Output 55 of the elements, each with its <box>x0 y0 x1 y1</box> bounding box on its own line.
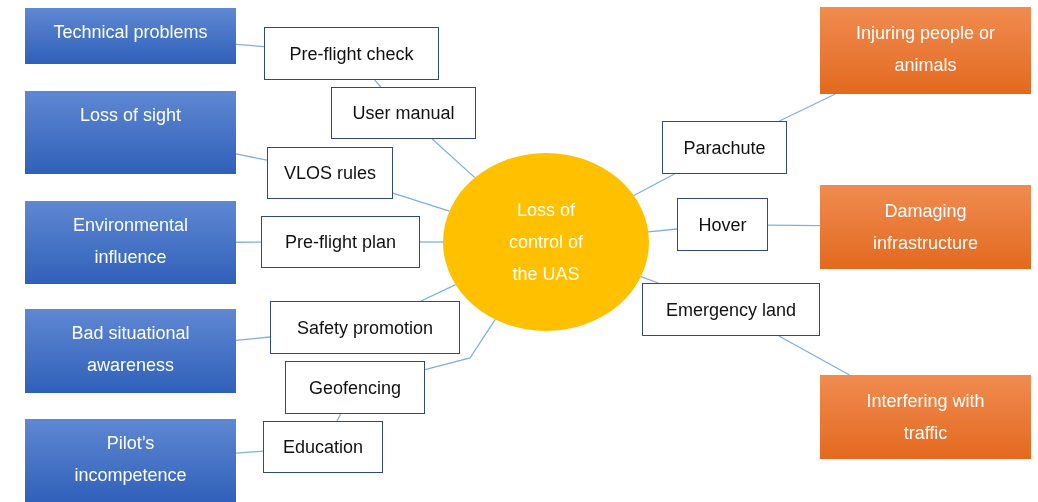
threat-box <box>25 419 236 502</box>
threat-box <box>25 8 236 64</box>
connector-line <box>647 228 678 233</box>
connector-line <box>336 413 342 422</box>
threat-box <box>25 201 236 284</box>
connector-line <box>778 335 851 376</box>
barrier-box <box>261 216 420 268</box>
node-label: Hover <box>698 213 747 237</box>
connector-line <box>392 192 451 212</box>
consequence-box <box>820 375 1031 459</box>
barrier-box <box>267 147 393 199</box>
connector-line <box>633 173 676 197</box>
node-label: Pre-flight plan <box>284 231 397 254</box>
node-label: User manual <box>352 102 455 125</box>
node-label: Environmental influence <box>71 214 190 269</box>
connector-line <box>235 336 271 342</box>
connector-line <box>235 43 265 48</box>
barrier-box <box>677 198 768 251</box>
node-label: Geofencing <box>308 376 402 400</box>
barrier-box <box>264 27 439 80</box>
barrier-box <box>270 301 460 354</box>
node-label: Safety promotion <box>296 316 434 340</box>
barrier-box <box>285 361 425 414</box>
node-label: Pre-flight check <box>289 42 414 66</box>
barrier-box <box>331 87 476 139</box>
connector-line <box>235 450 264 454</box>
node-label: Loss of sight <box>79 104 182 127</box>
connector-line <box>767 224 821 227</box>
consequence-box <box>820 7 1031 94</box>
node-label: Interfering with traffic <box>865 390 986 445</box>
node-label: VLOS rules <box>283 162 376 185</box>
node-label: Pilot’s incompetence <box>73 432 188 487</box>
connector-line <box>420 284 457 302</box>
connector-line <box>424 318 496 371</box>
barrier-box <box>662 121 787 174</box>
node-label: Injuring people or animals <box>854 22 997 77</box>
node-label: Technical problems <box>53 21 208 44</box>
connector-line <box>374 79 382 88</box>
connector-line <box>235 241 262 243</box>
node-label: Loss of control of the UAS <box>507 199 584 286</box>
connector-line <box>640 275 659 284</box>
threat-box <box>25 91 236 174</box>
node-label: Parachute <box>683 136 766 160</box>
connector-line <box>235 153 268 161</box>
consequence-box <box>820 185 1031 269</box>
connector-line <box>778 93 836 122</box>
connector-line <box>431 138 476 179</box>
connector-line <box>419 241 444 243</box>
barrier-box <box>263 421 383 473</box>
barrier-box <box>642 283 820 336</box>
threat-box <box>25 309 236 393</box>
node-label: Damaging infrastructure <box>871 200 979 255</box>
node-label: Emergency land <box>665 298 797 322</box>
node-label: Education <box>282 436 364 459</box>
node-label: Bad situational awareness <box>70 322 191 377</box>
